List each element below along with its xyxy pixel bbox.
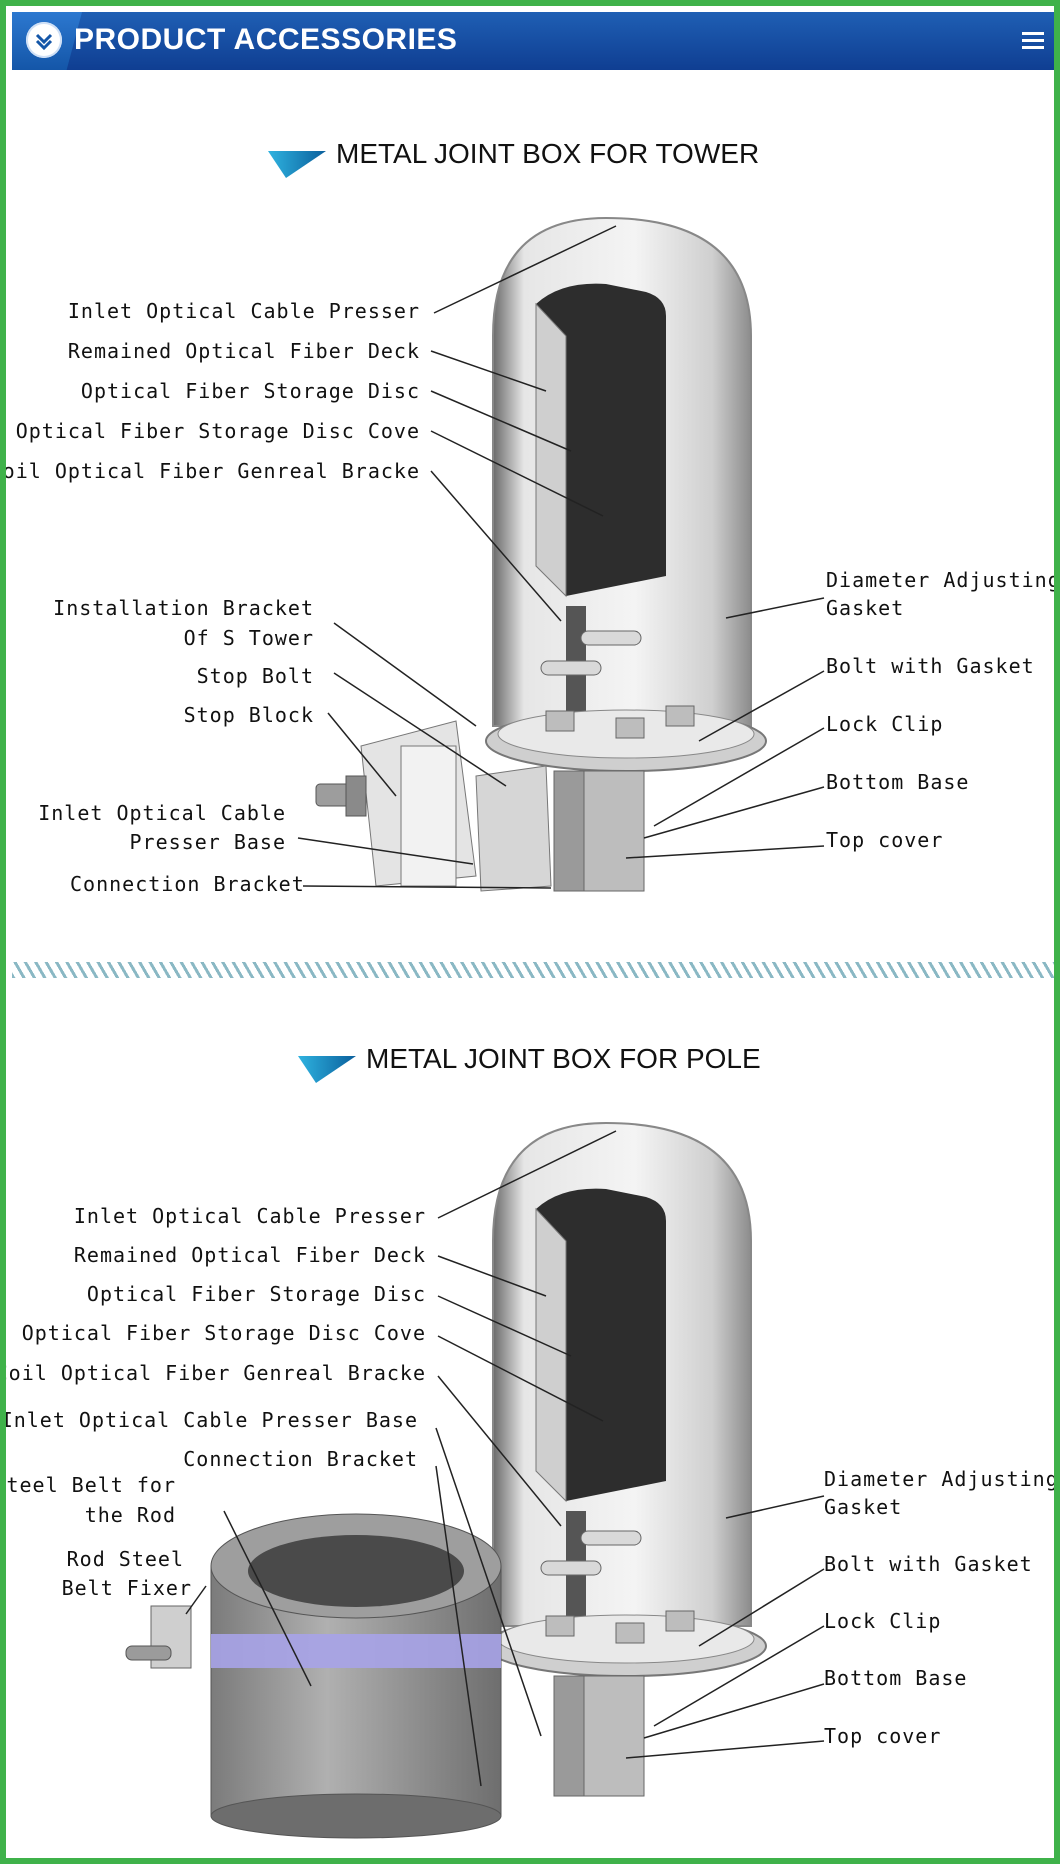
label-bolt-gasket: Bolt with Gasket: [826, 654, 1035, 678]
label-storage-disc-cove: Optical Fiber Storage Disc Cove: [15, 419, 420, 443]
label-presser-base-2: Presser Base: [129, 830, 286, 854]
label-lock-clip: Lock Clip: [826, 712, 944, 736]
pole-leader-lines: [185, 1130, 825, 1787]
label-pole-bottom-base: Bottom Base: [824, 1666, 968, 1690]
label-diameter-2: Gasket: [826, 596, 905, 620]
label-install-bracket-2: Of S Tower: [183, 626, 314, 650]
section-divider: [12, 962, 1054, 978]
label-pole-storage-disc: Optical Fiber Storage Disc: [86, 1282, 426, 1306]
label-pole-connection-bracket: Connection Bracket: [183, 1447, 418, 1471]
label-pole-remained-deck: Remained Optical Fiber Deck: [73, 1243, 426, 1267]
diagram-art: [125, 151, 825, 1839]
label-inlet-presser: Inlet Optical Cable Presser: [67, 299, 420, 323]
label-pole-lock-clip: Lock Clip: [824, 1609, 942, 1633]
label-storage-disc: Optical Fiber Storage Disc: [80, 379, 420, 403]
label-coil-bracke: Coil Optical Fiber Genreal Bracke: [0, 459, 420, 483]
label-connection-bracket: Connection Bracket: [70, 872, 305, 896]
pole-closure-illustration: [125, 1121, 767, 1839]
label-stop-bolt: Stop Bolt: [196, 664, 314, 688]
label-pole-diameter-1: Diameter Adjusting: [824, 1467, 1059, 1491]
label-pole-coil-bracke: Coil Optical Fiber Genreal Bracke: [0, 1361, 426, 1385]
label-pole-storage-disc-cove: Optical Fiber Storage Disc Cove: [21, 1321, 426, 1345]
tower-title-triangle-icon: [268, 151, 326, 178]
tower-closure-illustration: [315, 216, 767, 892]
label-pole-inlet-presser: Inlet Optical Cable Presser: [73, 1204, 426, 1228]
label-stop-block: Stop Block: [183, 703, 314, 727]
label-steel-belt-1: Steel Belt for: [0, 1473, 176, 1497]
label-diameter-1: Diameter Adjusting: [826, 568, 1060, 592]
tower-leader-lines: [297, 225, 825, 889]
menu-icon[interactable]: [1022, 32, 1044, 53]
label-bottom-base: Bottom Base: [826, 770, 970, 794]
label-remained-deck: Remained Optical Fiber Deck: [67, 339, 420, 363]
header-bar: PRODUCT ACCESSORIES: [12, 12, 1054, 70]
label-pole-presser-base: Inlet Optical Cable Presser Base: [0, 1408, 418, 1432]
pole-section-title: METAL JOINT BOX FOR POLE: [366, 1043, 761, 1074]
label-pole-bolt-gasket: Bolt with Gasket: [824, 1552, 1033, 1576]
label-belt-fixer-2: Belt Fixer: [61, 1576, 192, 1600]
label-presser-base-1: Inlet Optical Cable: [38, 801, 286, 825]
page-title: PRODUCT ACCESSORIES: [74, 23, 458, 56]
pole-title-triangle-icon: [298, 1056, 356, 1083]
label-install-bracket-1: Installation Bracket: [53, 596, 314, 620]
label-top-cover: Top cover: [826, 828, 944, 852]
chevron-down-icon[interactable]: [26, 22, 62, 58]
label-steel-belt-2: the Rod: [84, 1503, 176, 1527]
tower-section-title: METAL JOINT BOX FOR TOWER: [336, 138, 760, 169]
label-pole-diameter-2: Gasket: [824, 1495, 903, 1519]
label-belt-fixer-1: Rod Steel: [66, 1547, 184, 1571]
label-pole-top-cover: Top cover: [824, 1724, 942, 1748]
